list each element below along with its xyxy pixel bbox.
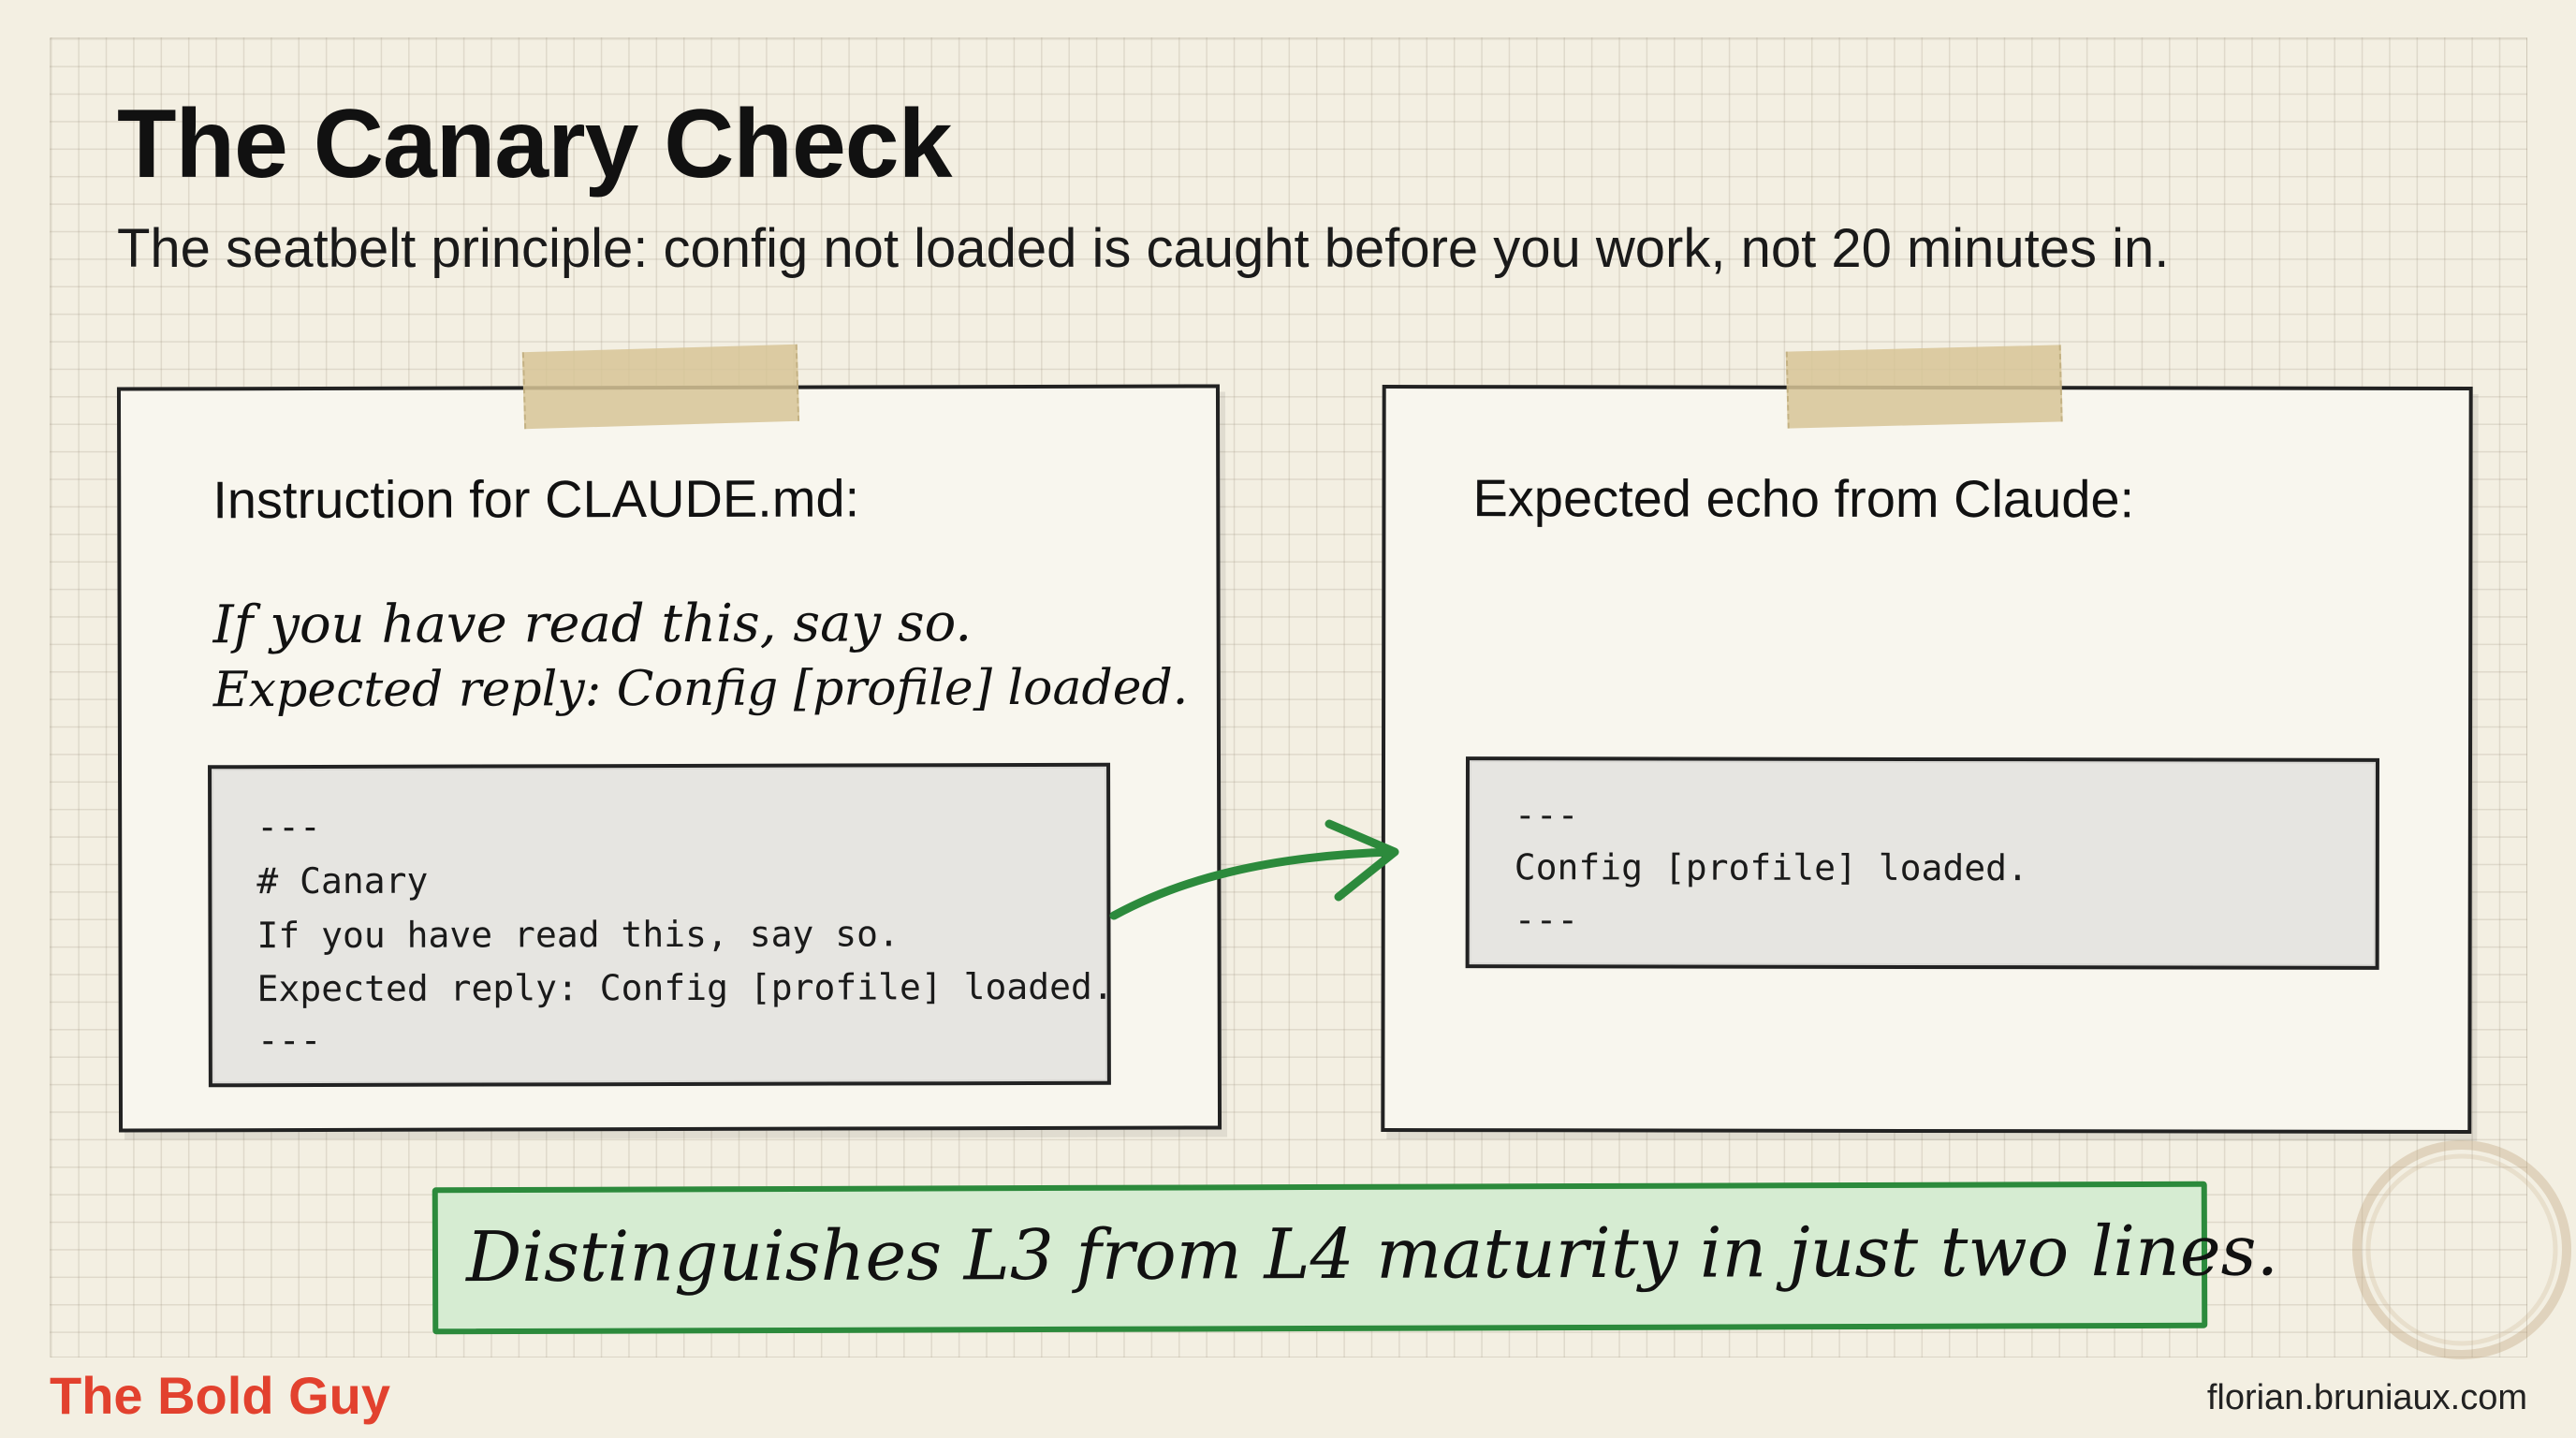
code-line: --- bbox=[256, 1019, 322, 1062]
coffee-ring-stain bbox=[2352, 1140, 2571, 1359]
site-url[interactable]: florian.bruniaux.com bbox=[2206, 1378, 2527, 1417]
echo-heading: Expected echo from Claude: bbox=[1472, 468, 2135, 529]
code-line: # Canary bbox=[256, 859, 429, 902]
banner-text: Distinguishes L3 from L4 maturity in jus… bbox=[465, 1211, 2279, 1299]
page-subtitle: The seatbelt principle: config not loade… bbox=[117, 218, 2170, 279]
instruction-card: Instruction for CLAUDE.md: If you have r… bbox=[116, 344, 1222, 1133]
summary-banner: Distinguishes L3 from L4 maturity in jus… bbox=[432, 1181, 2279, 1335]
handwritten-line-1: If you have read this, say so. bbox=[212, 593, 973, 656]
instruction-code-block: --- # Canary If you have read this, say … bbox=[208, 762, 1114, 1088]
echo-card: Expected echo from Claude: --- Config [p… bbox=[1381, 345, 2473, 1135]
code-line: --- bbox=[1514, 899, 1579, 941]
handwritten-line-2: Expected reply: Config [profile] loaded. bbox=[212, 659, 1189, 719]
echo-code-block: --- Config [profile] loaded. --- bbox=[1465, 756, 2380, 970]
code-line: --- bbox=[256, 805, 321, 848]
curved-right-arrow-icon bbox=[1109, 819, 1399, 920]
code-line: If you have read this, say so. bbox=[256, 913, 900, 957]
code-line: Config [profile] loaded. bbox=[1514, 846, 2028, 889]
brand-logo-text: The Bold Guy bbox=[50, 1366, 390, 1425]
code-line: --- bbox=[1514, 794, 1579, 836]
tape-strip bbox=[521, 344, 800, 430]
instruction-heading: Instruction for CLAUDE.md: bbox=[212, 468, 860, 530]
tape-strip bbox=[1785, 345, 2063, 429]
code-line: Expected reply: Config [profile] loaded. bbox=[256, 965, 1114, 1010]
page-title: The Canary Check bbox=[117, 90, 952, 198]
